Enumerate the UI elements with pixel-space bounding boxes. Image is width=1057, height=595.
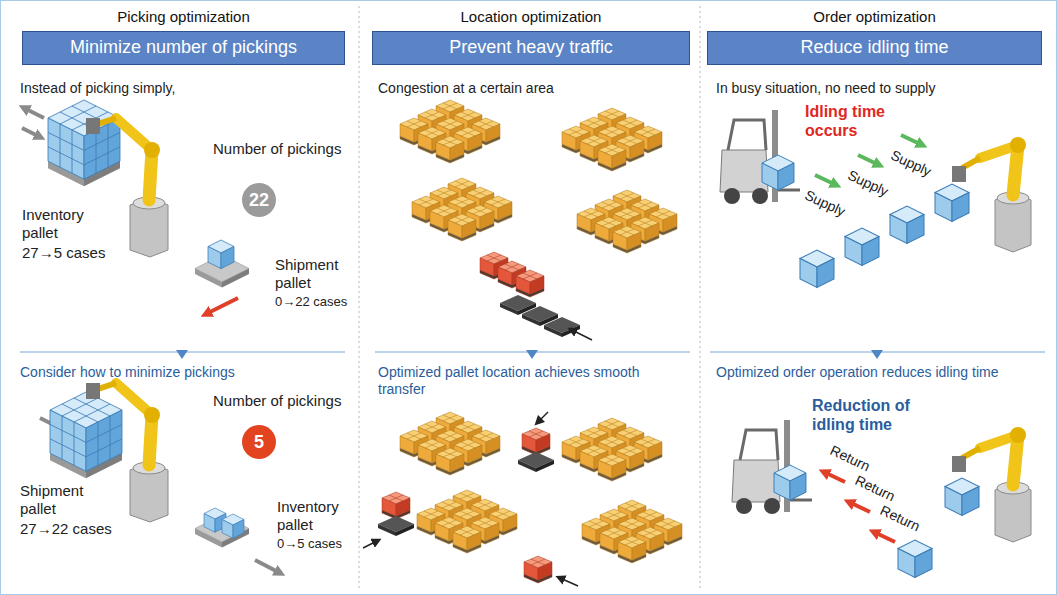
text-label: Idling time occurs (805, 102, 900, 140)
text-label: Shipment pallet (20, 482, 98, 518)
picking-illustration (40, 383, 280, 573)
text-label: Inventory pallet (22, 206, 97, 242)
text-label: Inventory pallet (277, 498, 355, 534)
text-label: Reduction of idling time (812, 396, 922, 434)
text-label: Instead of picking simply, (20, 80, 175, 97)
text-label: 27→5 cases (22, 244, 105, 262)
text-label: Number of pickings (213, 392, 341, 410)
section-header: Picking optimizationMinimize number of p… (22, 6, 345, 65)
count-circle: 22 (242, 183, 276, 217)
picking-illustration (22, 100, 249, 314)
robot-arm (86, 118, 168, 257)
count-number: 5 (254, 433, 264, 451)
section-header: Location optimizationPrevent heavy traff… (372, 6, 690, 65)
text-label: Shipment pallet (275, 256, 353, 292)
robot-arm (952, 137, 1031, 252)
pallet-layout (400, 100, 677, 340)
order-illustration (732, 420, 1031, 577)
text-label: Optimized pallet location achieves smoot… (378, 364, 678, 398)
column-heading: Picking optimization (22, 6, 345, 28)
section-divider (20, 350, 1045, 359)
count-circle: 5 (242, 425, 276, 459)
order-illustration (720, 110, 1031, 287)
column-heading: Order optimization (707, 6, 1042, 28)
pallet-layout (363, 412, 682, 586)
column-heading: Location optimization (372, 6, 690, 28)
header-band: Prevent heavy traffic (372, 31, 690, 65)
section-header: Order optimizationReduce idling time (707, 6, 1042, 65)
column-divider (359, 6, 700, 589)
text-label: 0→5 cases (277, 536, 342, 552)
text-label: Congestion at a certain area (378, 80, 554, 97)
text-label: Optimized order operation reduces idling… (716, 364, 998, 381)
header-text: Prevent heavy traffic (449, 37, 613, 57)
header-text: Reduce idling time (800, 37, 948, 57)
text-label: 27→22 cases (20, 520, 112, 538)
text-label: 0→22 cases (275, 294, 347, 310)
header-band: Minimize number of pickings (22, 31, 345, 65)
text-label: Number of pickings (213, 140, 341, 158)
text-label: Consider how to minimize pickings (20, 364, 235, 381)
text-label: In busy situation, no need to supply (716, 80, 935, 97)
header-band: Reduce idling time (707, 31, 1042, 65)
header-text: Minimize number of pickings (70, 37, 297, 57)
count-number: 22 (249, 191, 269, 209)
